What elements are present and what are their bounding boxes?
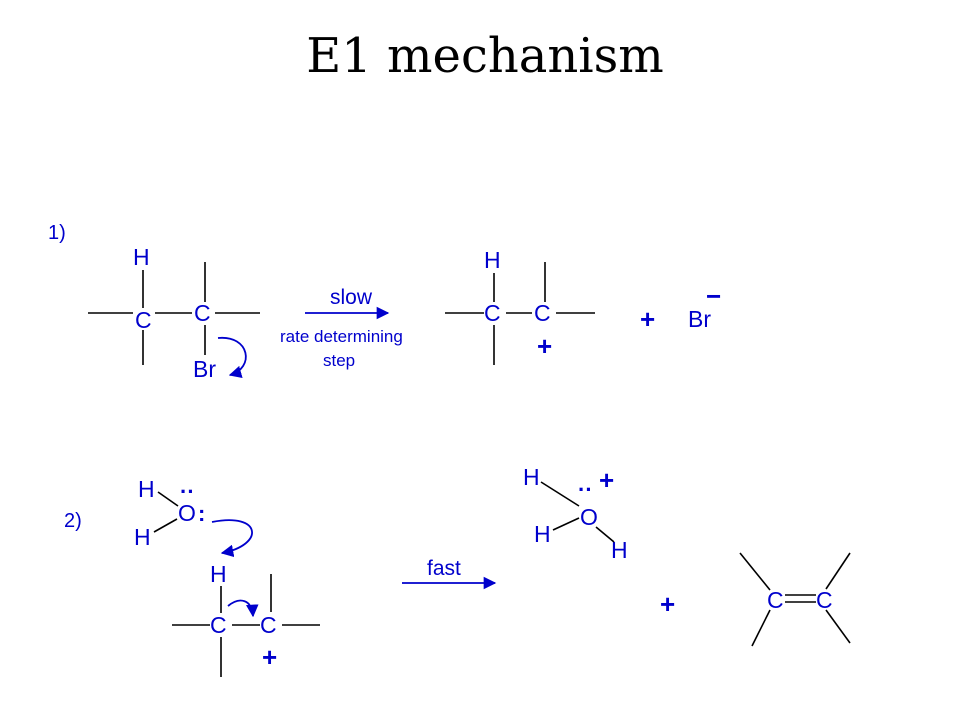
step-1-reactant: H C C Br (88, 244, 260, 382)
atom-c1: C (210, 612, 227, 638)
curved-arrow-icon (217, 337, 247, 378)
atom-h2: H (134, 524, 151, 550)
step-2-plus-sign: + (660, 589, 675, 619)
atom-c1: C (767, 587, 784, 613)
step-1-number: 1) (48, 222, 66, 244)
lone-pair-side: : (198, 501, 205, 526)
atom-c2: C (534, 300, 551, 326)
negative-charge: − (706, 281, 721, 311)
step-2-alkene: C C (739, 552, 851, 647)
condition-slow: slow (330, 286, 373, 309)
step-1-bromide: Br − (688, 281, 721, 332)
positive-charge: + (537, 331, 552, 361)
page-title: E1 mechanism (306, 28, 664, 84)
atom-c2: C (816, 587, 833, 613)
step-1-reaction-arrow: slow rate determining step (280, 286, 403, 370)
step-2-water: H O ·· : H (134, 476, 253, 558)
step-1-carbocation: H C C + (445, 247, 595, 365)
positive-charge: + (262, 642, 277, 672)
atom-c2: C (260, 612, 277, 638)
step-2-number: 2) (64, 510, 82, 532)
atom-h1: H (138, 476, 155, 502)
step-2-hydronium: H ·· + O H H (523, 464, 628, 563)
step-1: 1) H C C Br slow rate determining step (48, 222, 721, 382)
lone-pair-top: ·· (180, 479, 195, 504)
atom-h3: H (611, 537, 628, 563)
bond-c2-upper-right (825, 552, 851, 590)
bond-c1-upper-left (739, 552, 771, 591)
step-2: 2) H O ·· : H H C C + (64, 464, 851, 677)
condition-fast: fast (427, 557, 461, 580)
bond-c2-lower-right (825, 609, 851, 644)
atom-c2: C (194, 300, 211, 326)
atom-c1: C (484, 300, 501, 326)
atom-br: Br (688, 306, 711, 332)
atom-o: O (580, 504, 598, 530)
atom-h1: H (523, 464, 540, 490)
atom-o: O (178, 500, 196, 526)
curved-arrow-icon (227, 599, 259, 618)
atom-br: Br (193, 356, 216, 382)
bond-o-h3 (595, 526, 615, 543)
condition-step: step (323, 351, 355, 370)
step-1-plus-sign: + (640, 304, 655, 334)
curved-arrow-icon (211, 519, 253, 558)
atom-h2: H (534, 521, 551, 547)
atom-h: H (133, 244, 150, 270)
atom-h: H (210, 561, 227, 587)
lone-pair: ·· (578, 477, 593, 502)
atom-h: H (484, 247, 501, 273)
bond-o-h1 (540, 481, 580, 507)
step-2-reaction-arrow: fast (402, 557, 497, 590)
condition-rate-determining: rate determining (280, 327, 403, 346)
bond-o-h2 (153, 518, 178, 533)
positive-charge: + (599, 465, 614, 495)
bond-o-h1 (157, 491, 179, 507)
bond-c1-lower-left (751, 609, 771, 647)
step-2-carbocation: H C C + (172, 561, 320, 677)
atom-c1: C (135, 307, 152, 333)
bond-o-h2 (552, 517, 580, 531)
